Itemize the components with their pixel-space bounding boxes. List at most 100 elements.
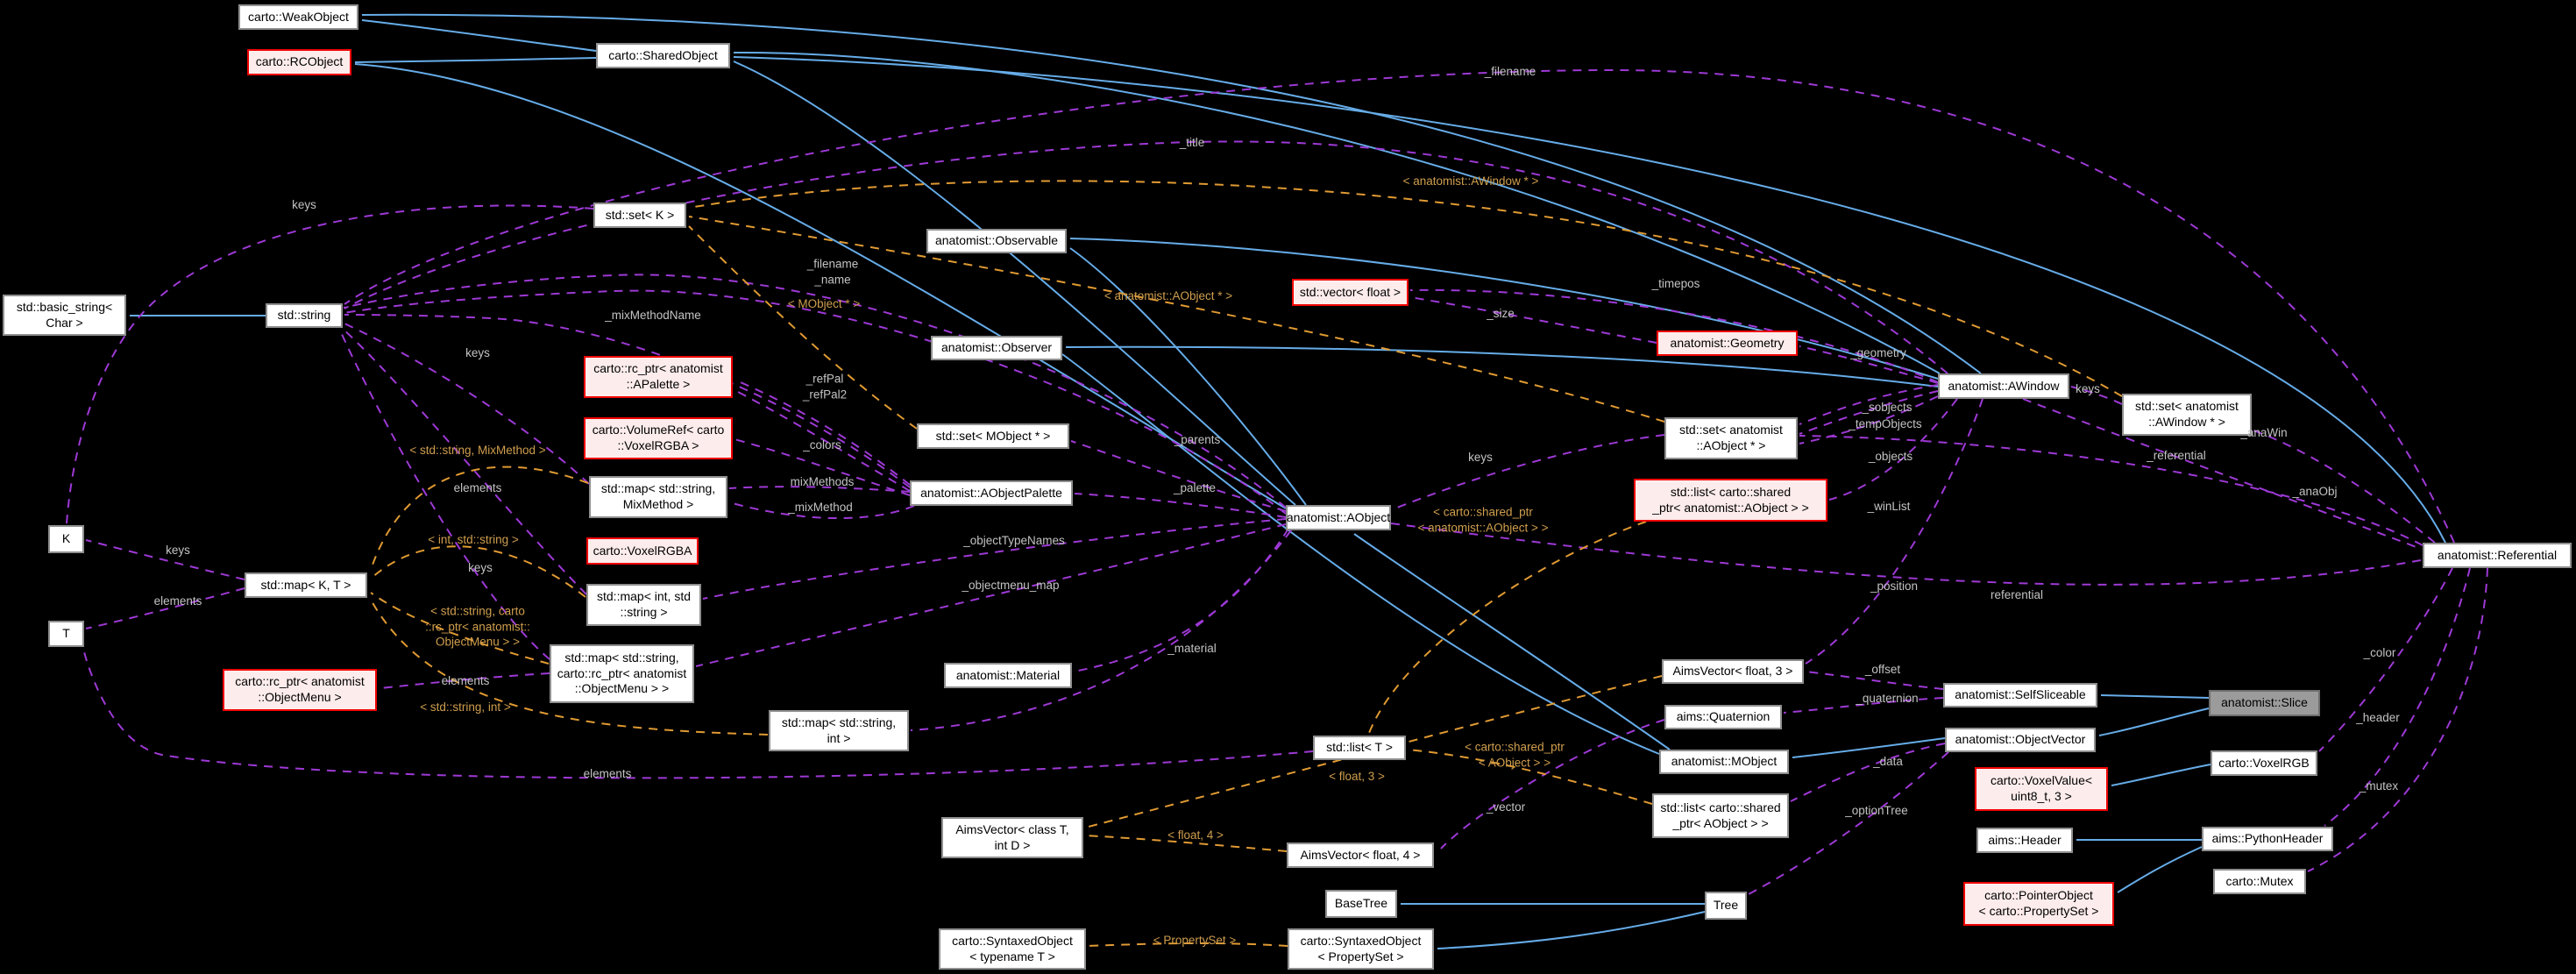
class-node-quaternion[interactable]: aims::Quaternion	[1664, 705, 1782, 729]
class-node-aimsvectortd[interactable]: AimsVector< class T, int D >	[941, 817, 1083, 858]
class-node-vectorfloat[interactable]: std::vector< float >	[1292, 279, 1409, 306]
edge-label-elements: elements	[441, 674, 490, 688]
edge-member-aobject-to-referential	[1390, 523, 2422, 586]
class-node-tree[interactable]: Tree	[1705, 892, 1747, 920]
class-node-stdstring[interactable]: std::string	[266, 303, 343, 328]
class-node-basicstring[interactable]: std::basic_string< Char >	[3, 295, 126, 336]
edge-template-mapintstring-to-mapkt	[370, 545, 586, 598]
class-node-material[interactable]: anatomist::Material	[944, 663, 1072, 688]
edge-label-_color: _color	[2363, 646, 2396, 660]
edge-member-awindow-to-referential	[2022, 398, 2422, 550]
edge-inherit-slice-to-selfsliceable	[2100, 694, 2210, 699]
class-node-aimsvector3[interactable]: AimsVector< float, 3 >	[1662, 659, 1804, 684]
class-node-setmobject[interactable]: std::set< MObject * >	[917, 423, 1069, 449]
class-node-setaobject[interactable]: std::set< anatomist ::AObject * >	[1664, 417, 1798, 459]
edge-template-setaobject-to-setk	[688, 216, 1665, 423]
edge-label-std-string-mixmethod: < std::string, MixMethod >	[409, 444, 546, 458]
class-node-voxelrgb[interactable]: carto::VoxelRGB	[2211, 750, 2317, 776]
class-node-basetree[interactable]: BaseTree	[1325, 890, 1397, 918]
class-node-rcobject[interactable]: carto::RCObject	[247, 49, 351, 75]
edge-label-_material: _material	[1167, 642, 1217, 656]
edge-label-_objecttypenames: _objectTypeNames	[963, 534, 1065, 548]
class-node-geometry[interactable]: anatomist::Geometry	[1657, 331, 1798, 356]
edge-member-referential-to-stdstring	[344, 68, 2455, 544]
edge-label-_quaternion: _quaternion	[1856, 692, 1919, 706]
class-node-aobjectpalette[interactable]: anatomist::AObjectPalette	[910, 480, 1073, 506]
class-node-pythonheader[interactable]: aims::PythonHeader	[2202, 827, 2333, 851]
edge-template-mapstringint-to-mapkt	[370, 599, 769, 736]
edge-member-awindow-to-stdstring	[344, 140, 1948, 374]
edge-member-objectvector-to-listsharedaobject	[1790, 743, 1946, 802]
edge-inherit-awindow-to-sharedobject	[733, 51, 1941, 374]
class-node-pointerobject[interactable]: carto::PointerObject < carto::PropertySe…	[1963, 882, 2114, 926]
edge-member-aobjectpalette-to-stdstring	[344, 314, 911, 488]
edge-label-anatomist-awindow: < anatomist::AWindow * >	[1402, 174, 1539, 188]
class-node-setk[interactable]: std::set< K >	[593, 203, 686, 228]
class-node-aobject[interactable]: anatomist::AObject	[1286, 505, 1391, 530]
edge-member-geometry-to-vectorfloat	[1409, 296, 1657, 344]
class-node-voxelvalue[interactable]: carto::VoxelValue< uint8_t, 3 >	[1975, 767, 2108, 811]
edge-label-keys: keys	[1468, 451, 1493, 465]
edge-template-mapobjectmenu-to-mapkt	[370, 592, 550, 665]
class-node-voxelrgba[interactable]: carto::VoxelRGBA	[586, 537, 699, 565]
class-node-mapstringint[interactable]: std::map< std::string, int >	[769, 710, 909, 751]
edge-member-awindow-to-vectorfloat	[1409, 288, 1939, 383]
class-node-mapobjectmenu[interactable]: std::map< std::string, carto::rc_ptr< an…	[550, 644, 694, 703]
edge-member-aobjectpalette-to-rcptrapalette	[734, 389, 911, 492]
edge-inherit-awindow-to-weakobject	[361, 13, 1982, 374]
edge-label-_refpal-_refpal2: _refPal _refPal2	[802, 372, 848, 401]
class-node-listsharedaobject[interactable]: std::list< carto::shared _ptr< AObject >…	[1652, 793, 1789, 838]
edge-inherit-objectvector-to-mobject	[1792, 737, 1946, 758]
class-node-mobject[interactable]: anatomist::MObject	[1659, 750, 1789, 774]
class-node-mapkt[interactable]: std::map< K, T >	[245, 572, 367, 598]
edge-inherit-aobject-to-sharedobject	[733, 60, 1296, 506]
edge-inherit-voxelrgb-to-voxelvalue	[2111, 764, 2211, 786]
class-node-syntaxedpropertyset[interactable]: carto::SyntaxedObject < PropertySet >	[1288, 928, 1434, 970]
class-node-awindow[interactable]: anatomist::AWindow	[1938, 373, 2069, 399]
edge-inherit-referential-to-sharedobject	[733, 56, 2446, 544]
edge-inherit-tree-to-syntaxedpropertyset	[1437, 911, 1706, 949]
class-node-slice[interactable]: anatomist::Slice	[2209, 690, 2320, 716]
edge-label-_mixmethodname: _mixMethodName	[605, 309, 701, 323]
class-node-selfsliceable[interactable]: anatomist::SelfSliceable	[1943, 683, 2097, 707]
edge-template-aimsvector3-to-aimsvectortd	[1084, 675, 1663, 828]
class-node-mutex[interactable]: carto::Mutex	[2213, 869, 2306, 894]
edge-label-keys: keys	[2076, 382, 2100, 396]
class-node-sharedobject[interactable]: carto::SharedObject	[596, 43, 730, 68]
class-node-k[interactable]: K	[48, 525, 84, 553]
class-node-weakobject[interactable]: carto::WeakObject	[238, 4, 358, 30]
edge-member-mapkt-to-t	[85, 587, 245, 629]
class-node-observer[interactable]: anatomist::Observer	[931, 336, 1062, 360]
edge-label-keys: keys	[166, 544, 190, 558]
class-node-t[interactable]: T	[48, 621, 84, 647]
edge-member-mapobjectmenu-to-rcptrobjectmenu	[380, 672, 550, 689]
edge-member-aobject-to-stdstring	[343, 289, 1287, 515]
class-node-mapintstring[interactable]: std::map< int, std ::string >	[586, 584, 701, 626]
class-node-setawindow[interactable]: std::set< anatomist ::AWindow * >	[2122, 394, 2252, 436]
class-node-mapmixmethod[interactable]: std::map< std::string, MixMethod >	[589, 476, 727, 518]
edge-member-awindow-to-aimsvector3	[1805, 398, 1983, 665]
edge-member-setk-to-k	[66, 204, 594, 524]
class-node-aimsvector4[interactable]: AimsVector< float, 4 >	[1287, 842, 1434, 868]
edge-label-_objects: _objects	[1868, 450, 1913, 464]
class-node-rcptrapalette[interactable]: carto::rc_ptr< anatomist ::APalette >	[584, 356, 733, 398]
edge-member-selfsliceable-to-aimsvector3	[1805, 671, 1944, 690]
class-node-syntaxedtypename[interactable]: carto::SyntaxedObject < typename T >	[939, 928, 1086, 970]
edge-label-mobject: < MObject * >	[787, 297, 861, 311]
class-node-listt[interactable]: std::list< T >	[1313, 736, 1406, 760]
edge-member-awindow-to-setaobject	[1799, 384, 1939, 425]
class-node-rcptrobjectmenu[interactable]: carto::rc_ptr< anatomist ::ObjectMenu >	[223, 669, 377, 711]
class-node-observable[interactable]: anatomist::Observable	[926, 229, 1067, 253]
edge-member-aobject-to-mapobjectmenu	[695, 523, 1287, 667]
class-node-objectvector[interactable]: anatomist::ObjectVector	[1945, 728, 2096, 752]
class-node-listsharedanatomist[interactable]: std::list< carto::shared _ptr< anatomist…	[1634, 479, 1827, 522]
class-node-referential[interactable]: anatomist::Referential	[2423, 543, 2572, 568]
edge-label-_palette: _palette	[1173, 481, 1217, 495]
edge-label-elements: elements	[453, 481, 502, 495]
edge-label-_offset: _offset	[1864, 663, 1901, 677]
edge-label-_mixmethod: _mixMethod	[788, 501, 853, 515]
class-node-aimsheader[interactable]: aims::Header	[1976, 828, 2073, 853]
class-node-volumeref[interactable]: carto::VolumeRef< carto ::VoxelRGBA >	[584, 417, 733, 459]
edge-label-carto-shared_ptr-aobject: < carto::shared_ptr < AObject > >	[1465, 740, 1565, 769]
